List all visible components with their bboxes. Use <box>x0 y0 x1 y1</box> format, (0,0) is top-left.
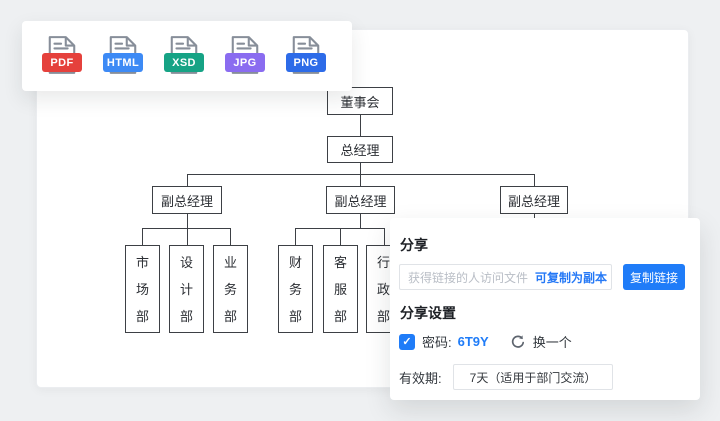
connector-line <box>187 174 535 175</box>
password-value: 6T9Y <box>457 334 489 349</box>
copy-link-button[interactable]: 复制链接 <box>623 264 685 290</box>
password-row: 密码: 6T9Y 换一个 <box>399 332 572 351</box>
org-node-department-design[interactable]: 设计部 <box>169 245 204 333</box>
org-node-general-manager[interactable]: 总经理 <box>327 136 393 163</box>
xsd-badge: XSD <box>164 53 204 72</box>
connector-line <box>187 214 188 245</box>
share-dialog: 分享 获得链接的人访问文件 可复制为副本 复制链接 分享设置 密码: 6T9Y … <box>390 218 700 400</box>
jpg-badge: JPG <box>225 53 265 72</box>
export-formats-card: PDF HTML XSD JPG <box>22 21 352 91</box>
share-link-placeholder: 获得链接的人访问文件 <box>408 270 529 285</box>
password-checkbox[interactable] <box>399 333 415 350</box>
connector-line <box>360 174 361 186</box>
department-label: 财务部 <box>288 254 302 324</box>
department-label: 设计部 <box>179 254 193 324</box>
connector-line <box>384 228 385 245</box>
connector-line <box>142 228 143 245</box>
connector-line <box>295 228 296 245</box>
copy-as-copy-link[interactable]: 可复制为副本 <box>535 270 608 285</box>
export-png-button[interactable]: PNG <box>286 35 326 77</box>
connector-line <box>230 228 231 245</box>
department-label: 业务部 <box>223 254 237 324</box>
share-dialog-title: 分享 <box>400 237 428 253</box>
share-settings-title: 分享设置 <box>400 305 456 321</box>
change-password-button[interactable]: 换一个 <box>532 335 572 350</box>
org-node-department-business[interactable]: 业务部 <box>213 245 248 333</box>
connector-line <box>187 174 188 186</box>
export-html-button[interactable]: HTML <box>103 35 143 77</box>
org-node-vice-manager-1[interactable]: 副总经理 <box>152 186 222 214</box>
connector-line <box>360 163 361 174</box>
connector-line <box>142 228 231 229</box>
refresh-password-icon[interactable] <box>510 334 526 350</box>
export-jpg-button[interactable]: JPG <box>225 35 265 77</box>
org-node-vice-manager-2[interactable]: 副总经理 <box>326 186 395 214</box>
password-label: 密码: <box>422 335 452 350</box>
org-node-department-finance[interactable]: 财务部 <box>278 245 313 333</box>
org-node-department-customer-service[interactable]: 客服部 <box>323 245 358 333</box>
department-label: 行政部 <box>376 254 390 324</box>
connector-line <box>340 228 341 245</box>
validity-label: 有效期: <box>399 370 442 386</box>
validity-select[interactable]: 7天（适用于部门交流） <box>453 364 613 390</box>
org-node-board[interactable]: 董事会 <box>327 87 393 115</box>
org-node-vice-manager-3[interactable]: 副总经理 <box>500 186 568 214</box>
connector-line <box>360 115 361 136</box>
pdf-badge: PDF <box>42 53 82 72</box>
share-link-input[interactable]: 获得链接的人访问文件 可复制为副本 <box>399 264 612 290</box>
export-xsd-button[interactable]: XSD <box>164 35 204 77</box>
org-node-department-marketing[interactable]: 市场部 <box>125 245 160 333</box>
department-label: 市场部 <box>135 254 149 324</box>
validity-row: 有效期: 7天（适用于部门交流） <box>399 364 613 390</box>
connector-line <box>360 214 361 228</box>
connector-line <box>534 174 535 186</box>
export-pdf-button[interactable]: PDF <box>42 35 82 77</box>
png-badge: PNG <box>286 53 326 72</box>
department-label: 客服部 <box>333 254 347 324</box>
html-badge: HTML <box>103 53 143 72</box>
